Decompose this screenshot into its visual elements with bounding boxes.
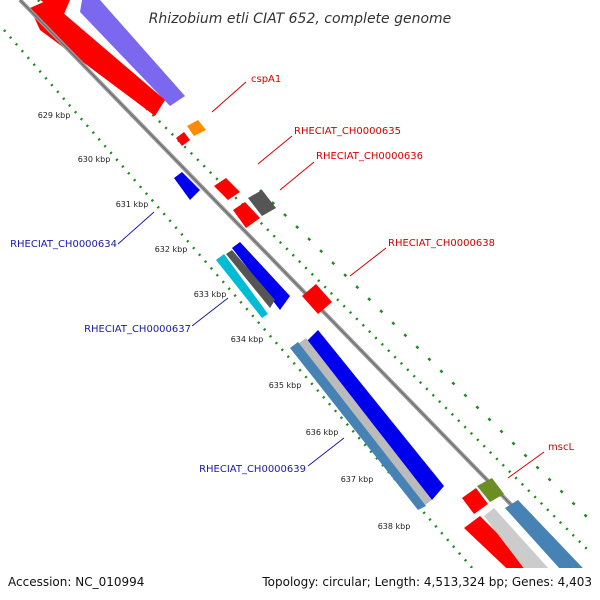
genome-summary-text: Topology: circular; Length: 4,513,324 bp… bbox=[261, 575, 592, 589]
gene-label-ch637: RHECIAT_CH0000637 bbox=[84, 324, 191, 335]
gene-ch635 bbox=[214, 178, 240, 200]
label-connectors bbox=[117, 81, 545, 479]
gene-ch639-steel bbox=[290, 342, 426, 510]
gene-ch638 bbox=[302, 284, 332, 314]
gene-ch637-blue bbox=[232, 242, 290, 310]
gene-label-ch636: RHECIAT_CH0000636 bbox=[316, 151, 423, 162]
gc-track-inner bbox=[3, 29, 501, 600]
gene-ch639-gray bbox=[298, 338, 432, 506]
tick-labels: 629 kbp 630 kbp 631 kbp 632 kbp 633 kbp … bbox=[38, 111, 411, 531]
gene-ch636-gray bbox=[248, 190, 276, 216]
tick-label: 630 kbp bbox=[78, 155, 111, 164]
gene-label-ch638: RHECIAT_CH0000638 bbox=[388, 238, 495, 249]
gene-bottom-red1 bbox=[462, 488, 488, 514]
gene-cspA1 bbox=[176, 132, 190, 146]
tick-label: 634 kbp bbox=[231, 335, 264, 344]
tick-label: 635 kbp bbox=[269, 381, 302, 390]
tick-label: 631 kbp bbox=[116, 200, 149, 209]
tick-label: 636 kbp bbox=[306, 428, 339, 437]
gene-ch634 bbox=[174, 172, 200, 200]
gene-ch637-cyan bbox=[216, 254, 268, 318]
tick-label: 629 kbp bbox=[38, 111, 71, 120]
gene-orange bbox=[187, 120, 206, 136]
tick-label: 633 kbp bbox=[194, 290, 227, 299]
gene-label-mscL: mscL bbox=[548, 442, 574, 453]
tick-label: 637 kbp bbox=[341, 475, 374, 484]
gene-ch636-red bbox=[233, 202, 260, 228]
reverse-genes bbox=[174, 172, 444, 510]
gene-ch639-blue bbox=[306, 330, 444, 500]
gene-label-cspA1: cspA1 bbox=[251, 74, 281, 85]
gene-labels: cspA1 RHECIAT_CH0000635 RHECIAT_CH000063… bbox=[10, 74, 574, 475]
gene-ch637-steel bbox=[226, 250, 275, 308]
gene-mscL bbox=[477, 478, 504, 502]
footer-background bbox=[0, 568, 600, 600]
tick-label: 638 kbp bbox=[378, 522, 411, 531]
gene-label-ch634: RHECIAT_CH0000634 bbox=[10, 239, 117, 250]
map-title: Rhizobium etli CIAT 652, complete genome bbox=[149, 11, 452, 27]
tick-label: 632 kbp bbox=[155, 245, 188, 254]
accession-text: Accession: NC_010994 bbox=[8, 575, 144, 589]
gene-label-ch635: RHECIAT_CH0000635 bbox=[294, 126, 401, 137]
top-bands bbox=[30, 0, 185, 116]
gene-label-ch639: RHECIAT_CH0000639 bbox=[199, 464, 306, 475]
